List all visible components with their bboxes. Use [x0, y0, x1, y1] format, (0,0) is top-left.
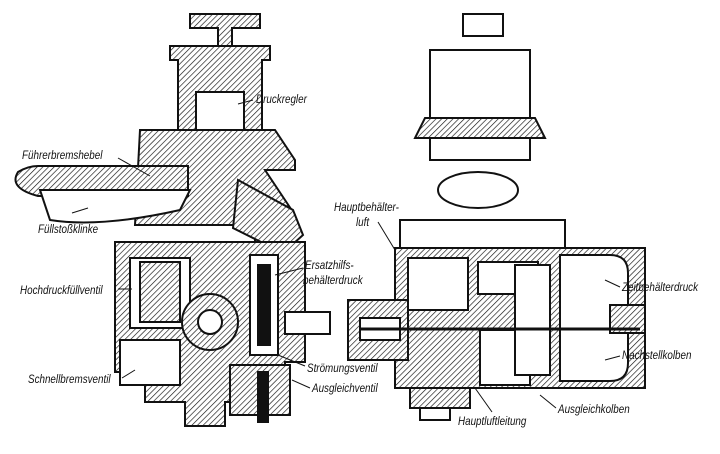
label-hochdruckfuellventil: Hochdruckfüllventil: [20, 283, 103, 297]
label-stroemungsventil: Strömungsventil: [307, 361, 378, 375]
label-ausgleichkolben: Ausgleichkolben: [558, 402, 630, 416]
label-zeitbehaelterdruck: Zeitbehälterdruck: [622, 280, 699, 294]
label-fuehrerbremshebel: Führerbremshebel: [22, 148, 103, 162]
label-hauptbehaelter-line2: luft: [356, 215, 370, 229]
right-sectional-view: [347, 13, 646, 421]
label-ersatzhilfs-line1: Ersatzhilfs-: [305, 258, 354, 272]
label-ausgleichventil: Ausgleichventil: [312, 381, 378, 395]
label-hauptluftleitung: Hauptluftleitung: [458, 414, 527, 428]
label-nachstellkolben: Nachstellkolben: [622, 348, 692, 362]
label-ersatzhilfs-line2: behälterdruck: [303, 273, 363, 287]
label-hauptbehaelter-line1: Hauptbehälter-: [334, 200, 399, 214]
leader-lines: [71, 99, 621, 413]
label-fuellstossklinke: Füllstoßklinke: [38, 222, 99, 236]
label-druckregler: Druckregler: [256, 92, 307, 106]
label-schnellbremsventil: Schnellbremsventil: [28, 372, 111, 386]
left-sectional-view: [14, 13, 331, 427]
